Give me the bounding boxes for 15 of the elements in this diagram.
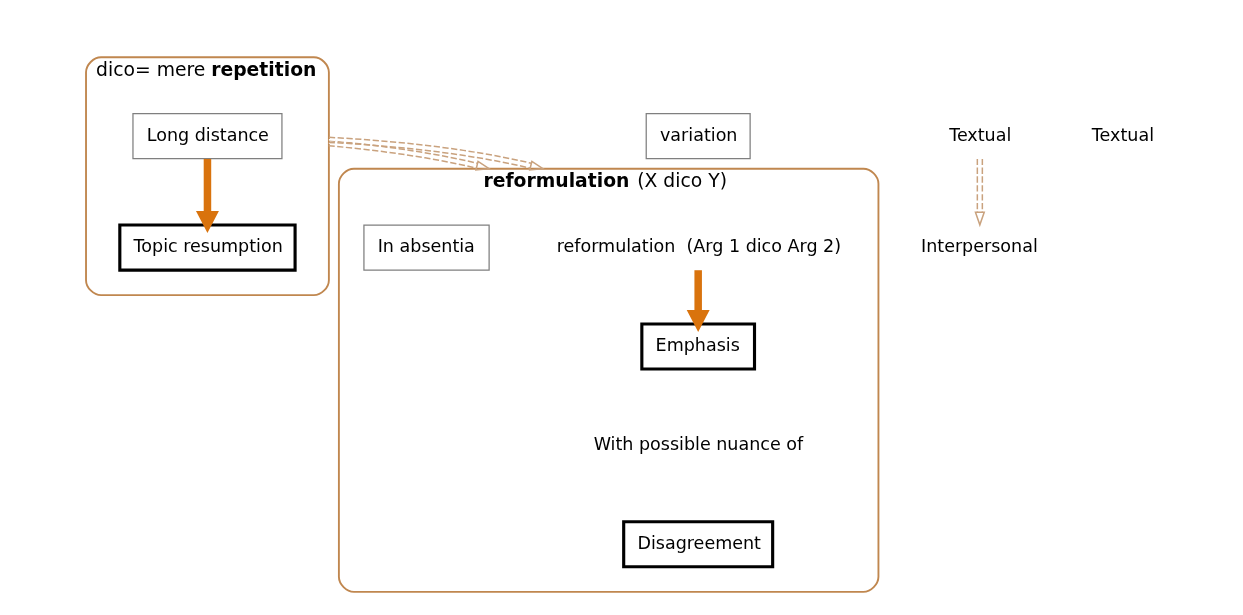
label: With possible nuance of <box>593 434 804 454</box>
node-box: variation <box>645 113 751 160</box>
arrow <box>974 158 986 228</box>
arrow <box>327 140 492 171</box>
arrow <box>195 158 219 233</box>
node-text: Textual <box>949 124 1012 145</box>
node-text: reformulation (Arg 1 dico Arg 2) <box>556 236 842 257</box>
node-box: Long distance <box>132 113 283 160</box>
arrow <box>328 136 546 171</box>
node-box: Disagreement <box>622 520 775 569</box>
node-box: Emphasis <box>640 322 757 371</box>
node-text: Interpersonal <box>921 236 1038 257</box>
node-box: In absentia <box>363 224 490 271</box>
label: Textual <box>1091 124 1155 145</box>
node-box: Topic resumption <box>118 223 297 272</box>
